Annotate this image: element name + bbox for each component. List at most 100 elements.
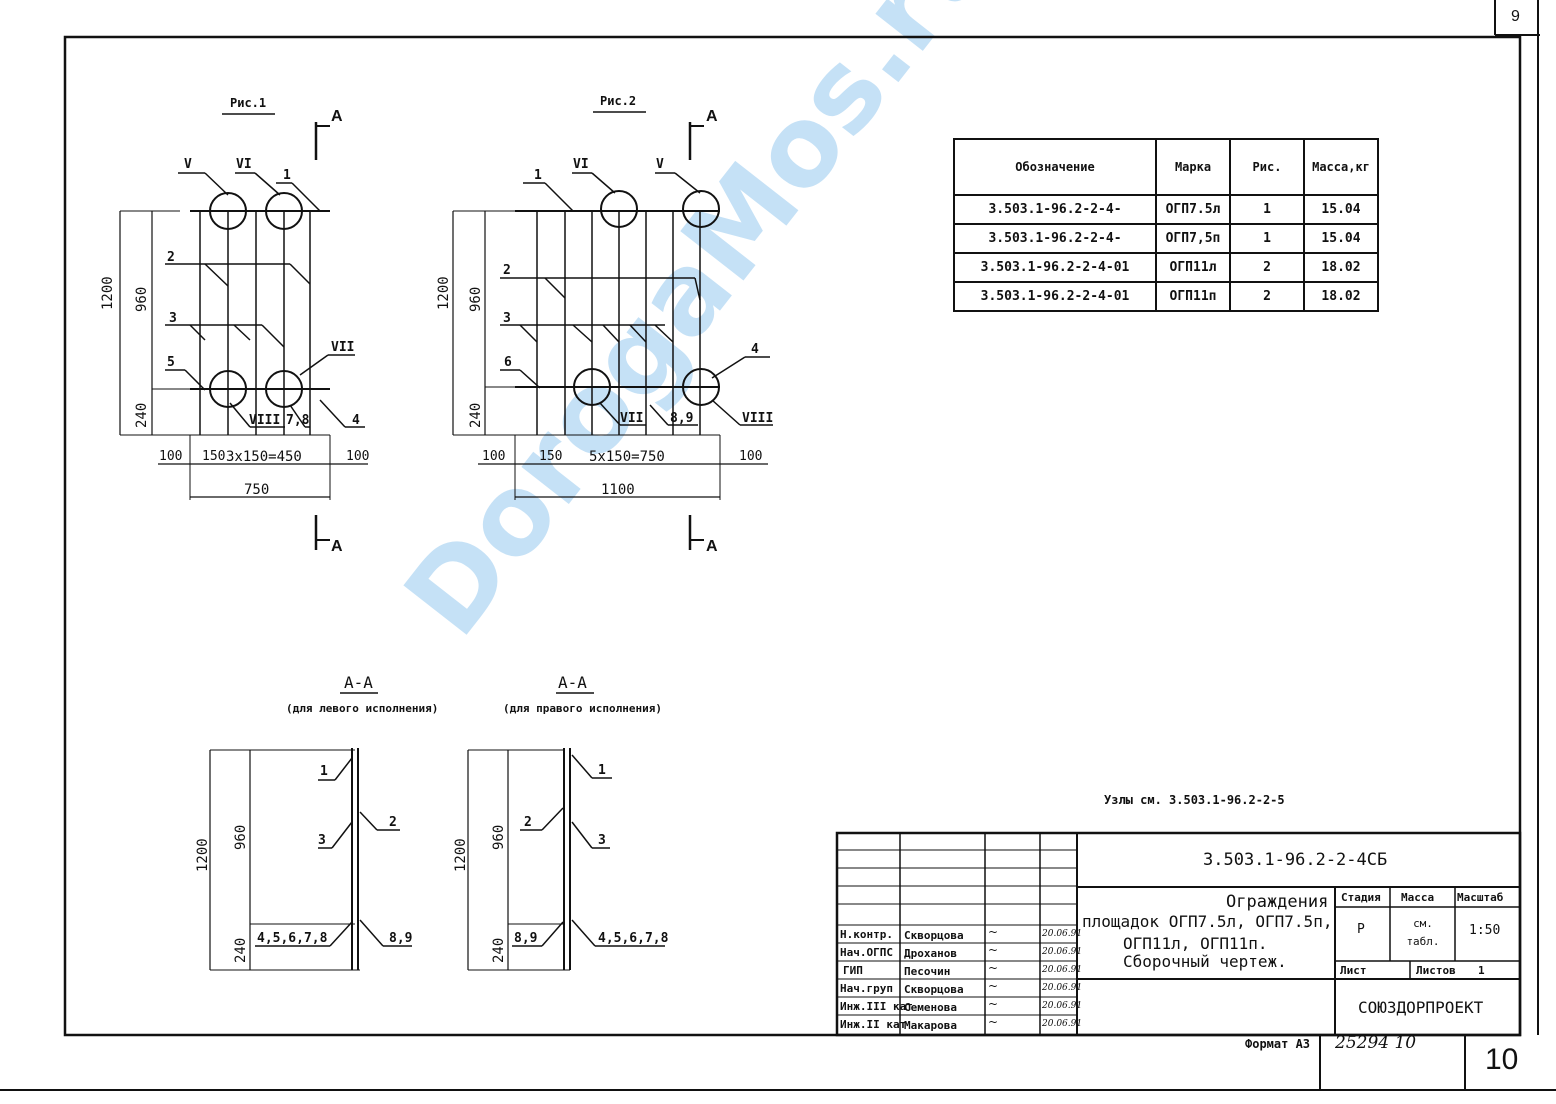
- signer-role: ГИП: [843, 964, 863, 977]
- fig2-label-6: 6: [504, 355, 512, 370]
- fig2-section-mark-bottom: А: [706, 538, 718, 555]
- fig1-label-1: 1: [283, 168, 291, 183]
- title-line-4: Сборочный чертеж.: [1123, 952, 1287, 971]
- fig2-label-v: V: [656, 157, 664, 172]
- fig1-label-4: 4: [352, 413, 360, 428]
- section-right-label-1: 1: [598, 763, 606, 778]
- fig2-label-3: 3: [503, 311, 511, 326]
- fig1-label-vii: VII: [331, 340, 355, 355]
- section-left-label-45678: 4,5,6,7,8: [257, 931, 328, 946]
- signer-name: Песочин: [904, 965, 951, 978]
- fig1-title: Рис.1: [230, 96, 267, 110]
- spec-cell-mark: ОГП11п: [1155, 281, 1231, 312]
- doc-code: 3.503.1-96.2-2-4СБ: [1203, 850, 1388, 870]
- stage-value: Р: [1357, 922, 1365, 937]
- fig1-label-viii: VIII: [249, 413, 281, 428]
- table-row: 3.503.1-96.2-2-4-01 ОГП11л 2 18.02: [953, 252, 1379, 283]
- signer-name: Скворцова: [904, 983, 964, 996]
- spec-cell-mark: ОГП7,5п: [1155, 223, 1231, 254]
- table-row: 3.503.1-96.2-2-4- ОГП7,5п 1 15.04: [953, 223, 1379, 254]
- fig1-section-mark-top: А: [331, 108, 343, 125]
- section-right-label-89: 8,9: [514, 931, 538, 946]
- spec-cell-designation: 3.503.1-96.2-2-4-: [953, 223, 1157, 254]
- nodes-note: Узлы см. 3.503.1-96.2-2-5: [1104, 793, 1285, 807]
- scale-value: 1:50: [1469, 923, 1501, 938]
- fig1-label-78: 7,8: [286, 413, 310, 428]
- signer-name: Скворцова: [904, 929, 964, 942]
- spec-table: Обозначение Марка Рис. Масса,кг 3.503.1-…: [953, 138, 1379, 312]
- signer-name: Семенова: [904, 1001, 957, 1014]
- fig2-dim-100a: 100: [482, 449, 506, 464]
- fig2-dim-1100: 1100: [601, 482, 635, 498]
- signer-date: 20.06.91: [1042, 947, 1083, 957]
- signer-date: 20.06.91: [1042, 1019, 1083, 1029]
- fig2-dim-960: 960: [468, 286, 484, 312]
- signer-signature: ~: [988, 943, 999, 957]
- fig1-dim-1200: 1200: [100, 276, 116, 310]
- signer-signature: ~: [988, 1015, 999, 1029]
- spec-cell-designation: 3.503.1-96.2-2-4-01: [953, 252, 1157, 283]
- spec-cell-mark: ОГП7.5л: [1155, 194, 1231, 225]
- spec-header-designation: Обозначение: [953, 138, 1157, 196]
- section-left-title: А-А: [344, 673, 373, 692]
- spec-cell-fig: 1: [1229, 223, 1305, 254]
- inventory-number: 25294 10: [1335, 1033, 1417, 1053]
- signer-date: 20.06.91: [1042, 929, 1083, 939]
- signer-role: Инж.II кат: [840, 1018, 907, 1031]
- spec-table-header: Обозначение Марка Рис. Масса,кг: [953, 138, 1379, 196]
- sheet-label: Лист: [1340, 964, 1367, 977]
- section-left-subtitle: (для левого исполнения): [286, 702, 439, 715]
- signer-date: 20.06.91: [1042, 983, 1083, 993]
- fig1-dim-750: 750: [244, 482, 270, 498]
- spec-cell-mass: 18.02: [1303, 252, 1379, 283]
- sheets-label: Листов: [1416, 964, 1456, 977]
- fig1-label-v: V: [184, 157, 192, 172]
- fig2-section-mark-top: А: [706, 108, 718, 125]
- fig2-dim-100b: 100: [739, 449, 763, 464]
- fig1-section-mark-bottom: А: [331, 538, 343, 555]
- title-line-1: Ограждения: [1226, 892, 1329, 912]
- fig2-label-1: 1: [534, 168, 542, 183]
- mass-label: Масса: [1401, 891, 1435, 904]
- fig1-dim-100a: 100: [159, 449, 183, 464]
- organization: СОЮЗДОРПРОЕКТ: [1358, 998, 1484, 1017]
- signer-name: Макарова: [904, 1019, 957, 1032]
- fig2-label-2: 2: [503, 263, 511, 278]
- section-left-dim-960: 960: [233, 824, 249, 850]
- spec-cell-designation: 3.503.1-96.2-2-4-01: [953, 281, 1157, 312]
- fig2-dim-1200: 1200: [436, 276, 452, 310]
- spec-cell-fig: 2: [1229, 252, 1305, 283]
- section-left-dim-1200: 1200: [195, 838, 211, 872]
- sheet-number-top: 9: [1511, 8, 1520, 25]
- signer-signature: ~: [988, 997, 999, 1011]
- section-left-label-2: 2: [389, 815, 397, 830]
- fig2-dim-5x150: 5x150=750: [589, 449, 665, 465]
- section-left-label-3: 3: [318, 833, 326, 848]
- stage-label: Стадия: [1341, 891, 1381, 904]
- spec-cell-mark: ОГП11л: [1155, 252, 1231, 283]
- section-right-dim-960: 960: [491, 824, 507, 850]
- spec-cell-fig: 1: [1229, 194, 1305, 225]
- section-right-label-2: 2: [524, 815, 532, 830]
- section-left-label-89: 8,9: [389, 931, 413, 946]
- signer-signature: ~: [988, 961, 999, 975]
- section-right-subtitle: (для правого исполнения): [503, 702, 662, 715]
- signer-signature: ~: [988, 979, 999, 993]
- fig1-dim-960: 960: [134, 286, 150, 312]
- fig2-dim-240: 240: [468, 402, 484, 428]
- fig2-label-viii: VIII: [742, 411, 774, 426]
- section-left-label-1: 1: [320, 764, 328, 779]
- section-right-label-45678: 4,5,6,7,8: [598, 931, 669, 946]
- spec-header-fig: Рис.: [1229, 138, 1305, 196]
- format-label: Формат А3: [1245, 1037, 1311, 1051]
- section-right-dim-1200: 1200: [453, 838, 469, 872]
- fig1-label-3: 3: [169, 311, 177, 326]
- mass-value: см. табл.: [1406, 917, 1440, 948]
- fig2-dim-150: 150: [539, 449, 563, 464]
- title-line-3: ОГП11л, ОГП11п.: [1123, 934, 1268, 953]
- signer-signature: ~: [988, 925, 999, 939]
- signer-role: Нач.груп: [840, 982, 893, 995]
- signer-date: 20.06.91: [1042, 1001, 1083, 1011]
- fig2-label-89: 8,9: [670, 411, 694, 426]
